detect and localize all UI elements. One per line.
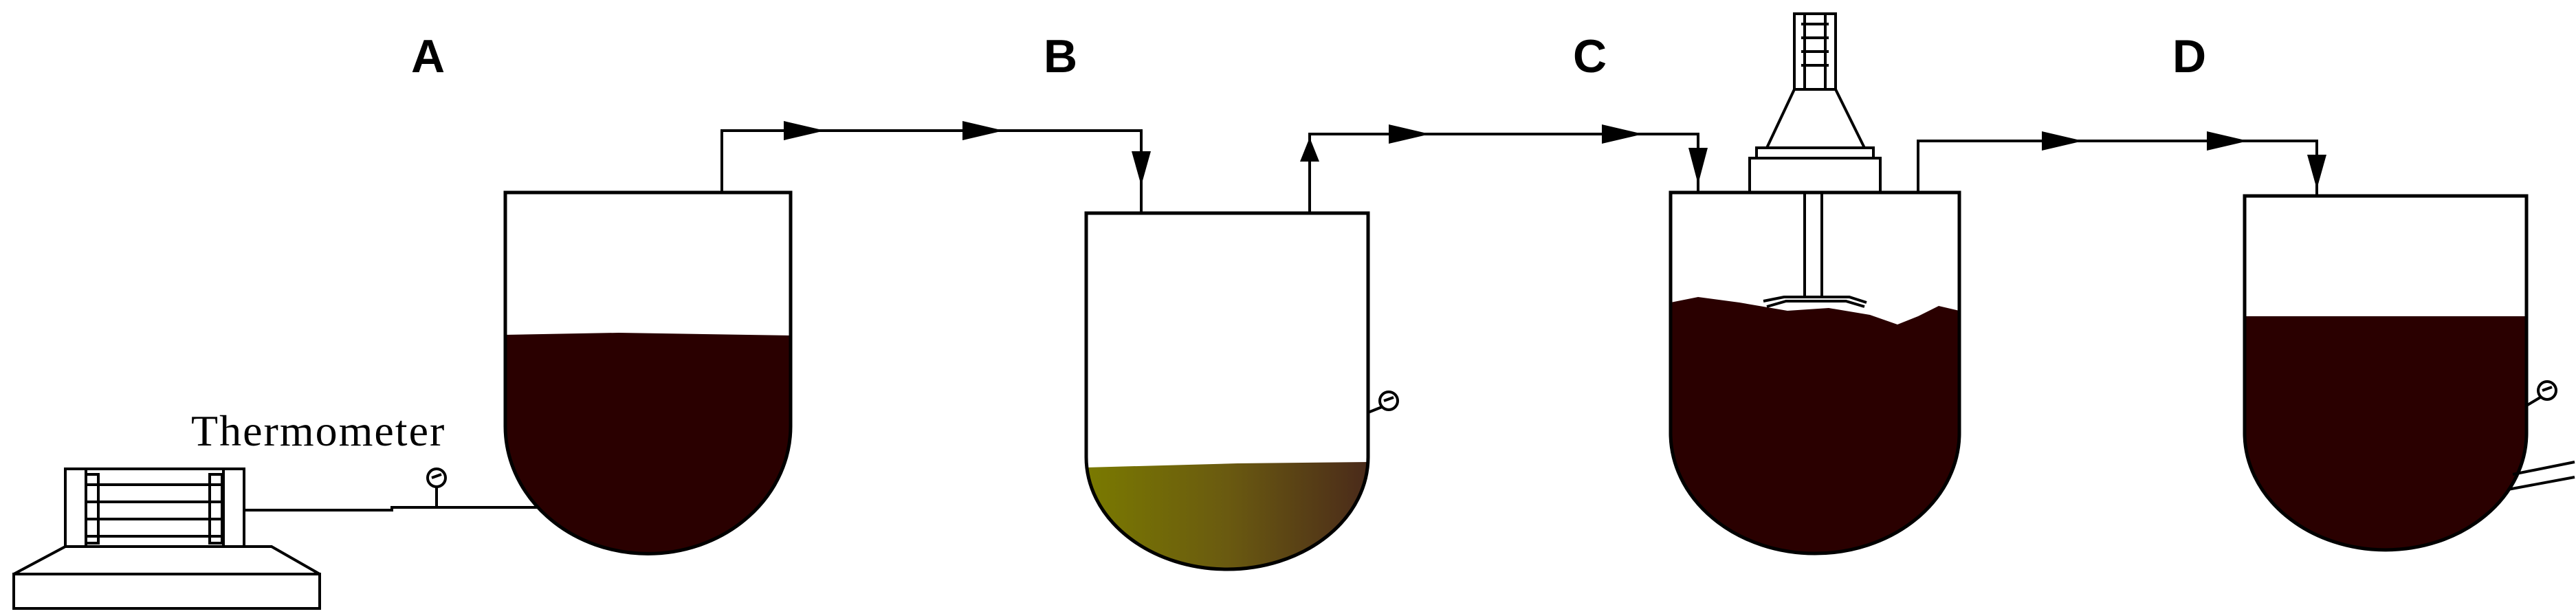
outlet-pipe	[2507, 461, 2575, 491]
panel-label-d: D	[2172, 30, 2206, 82]
flow-arrow-icon	[2042, 131, 2083, 151]
flow-line-b-to-c	[1308, 133, 1699, 213]
vessel-c	[1669, 190, 1961, 556]
panel-label-a: A	[411, 30, 445, 82]
flow-arrow-icon	[1389, 124, 1430, 144]
flow-arrow-icon	[962, 121, 1004, 140]
heater-connection-line	[244, 487, 543, 512]
heating-device-icon	[12, 468, 321, 610]
thermometer-label: Thermometer	[191, 406, 445, 455]
flow-line-c-to-d	[1917, 140, 2318, 196]
panel-label-c: C	[1573, 30, 1607, 82]
flow-arrow-icon	[2207, 131, 2248, 151]
stirrer-motor-icon	[1748, 12, 1882, 194]
flow-arrow-icon	[784, 121, 825, 140]
thermometer-gauge-icon	[1367, 390, 1399, 414]
flow-arrow-icon	[1688, 148, 1708, 184]
flow-arrow-icon	[2307, 155, 2326, 189]
stirrer-shaft	[1763, 192, 1867, 308]
flow-arrow-icon	[1602, 124, 1643, 144]
vessel-d	[2243, 194, 2529, 552]
thermometer-gauge-icon	[426, 468, 447, 488]
flow-line-a-to-b	[720, 129, 1143, 213]
thermometer-gauge-icon	[2525, 380, 2557, 407]
vessel-a	[503, 190, 793, 556]
flow-arrow-icon	[1132, 151, 1151, 186]
vessel-b	[1084, 211, 1370, 571]
panel-label-b: B	[1044, 30, 1077, 82]
flow-arrow-icon	[1300, 138, 1319, 162]
